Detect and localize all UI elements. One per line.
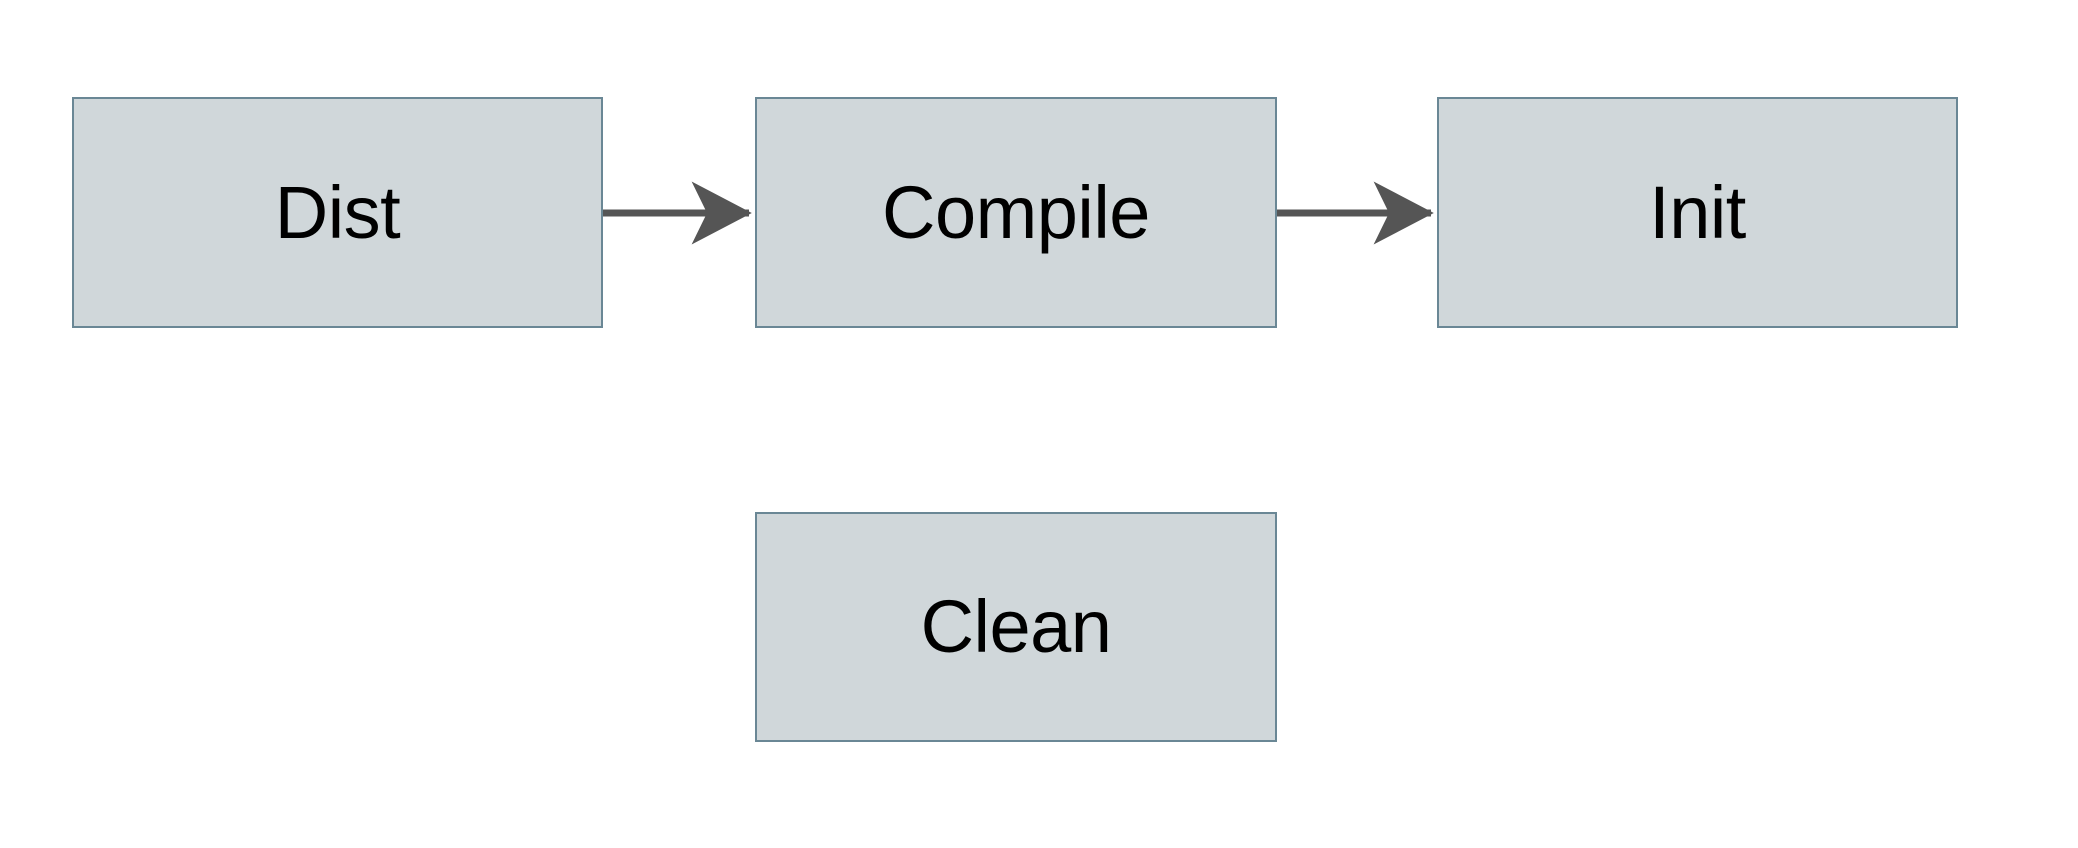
node-compile[interactable]: Compile bbox=[755, 97, 1277, 328]
node-dist[interactable]: Dist bbox=[72, 97, 603, 328]
node-init-label: Init bbox=[1649, 170, 1746, 254]
node-compile-label: Compile bbox=[882, 170, 1150, 254]
node-init[interactable]: Init bbox=[1437, 97, 1958, 328]
node-clean-label: Clean bbox=[920, 585, 1112, 668]
node-clean[interactable]: Clean bbox=[755, 512, 1277, 742]
node-dist-label: Dist bbox=[274, 170, 401, 254]
